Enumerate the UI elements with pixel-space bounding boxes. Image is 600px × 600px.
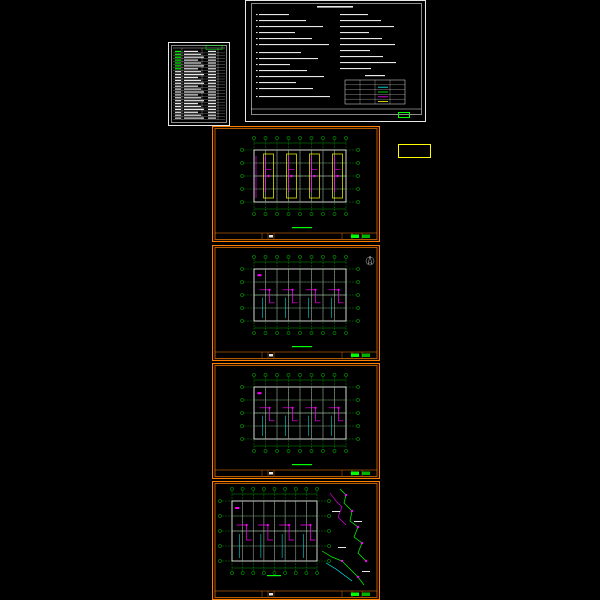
isometric-pipe-diagram: [321, 488, 370, 586]
floor-plan-sheet-1[interactable]: [212, 126, 380, 242]
approval-stamp: [398, 112, 410, 118]
design-notes-sheet[interactable]: [245, 0, 426, 122]
floor-plan-sheet-2[interactable]: [212, 245, 380, 361]
drawing-callout-label[interactable]: [398, 144, 431, 158]
drawing-index-sheet[interactable]: [168, 42, 230, 126]
compass-north-icon: [365, 255, 375, 266]
floor-plan-sheet-4[interactable]: [212, 481, 380, 600]
drawing-index-table: [173, 45, 225, 120]
pipe-legend-table: [344, 75, 406, 105]
floor-plan-sheet-3[interactable]: [212, 363, 380, 479]
design-notes-text: [256, 6, 396, 98]
